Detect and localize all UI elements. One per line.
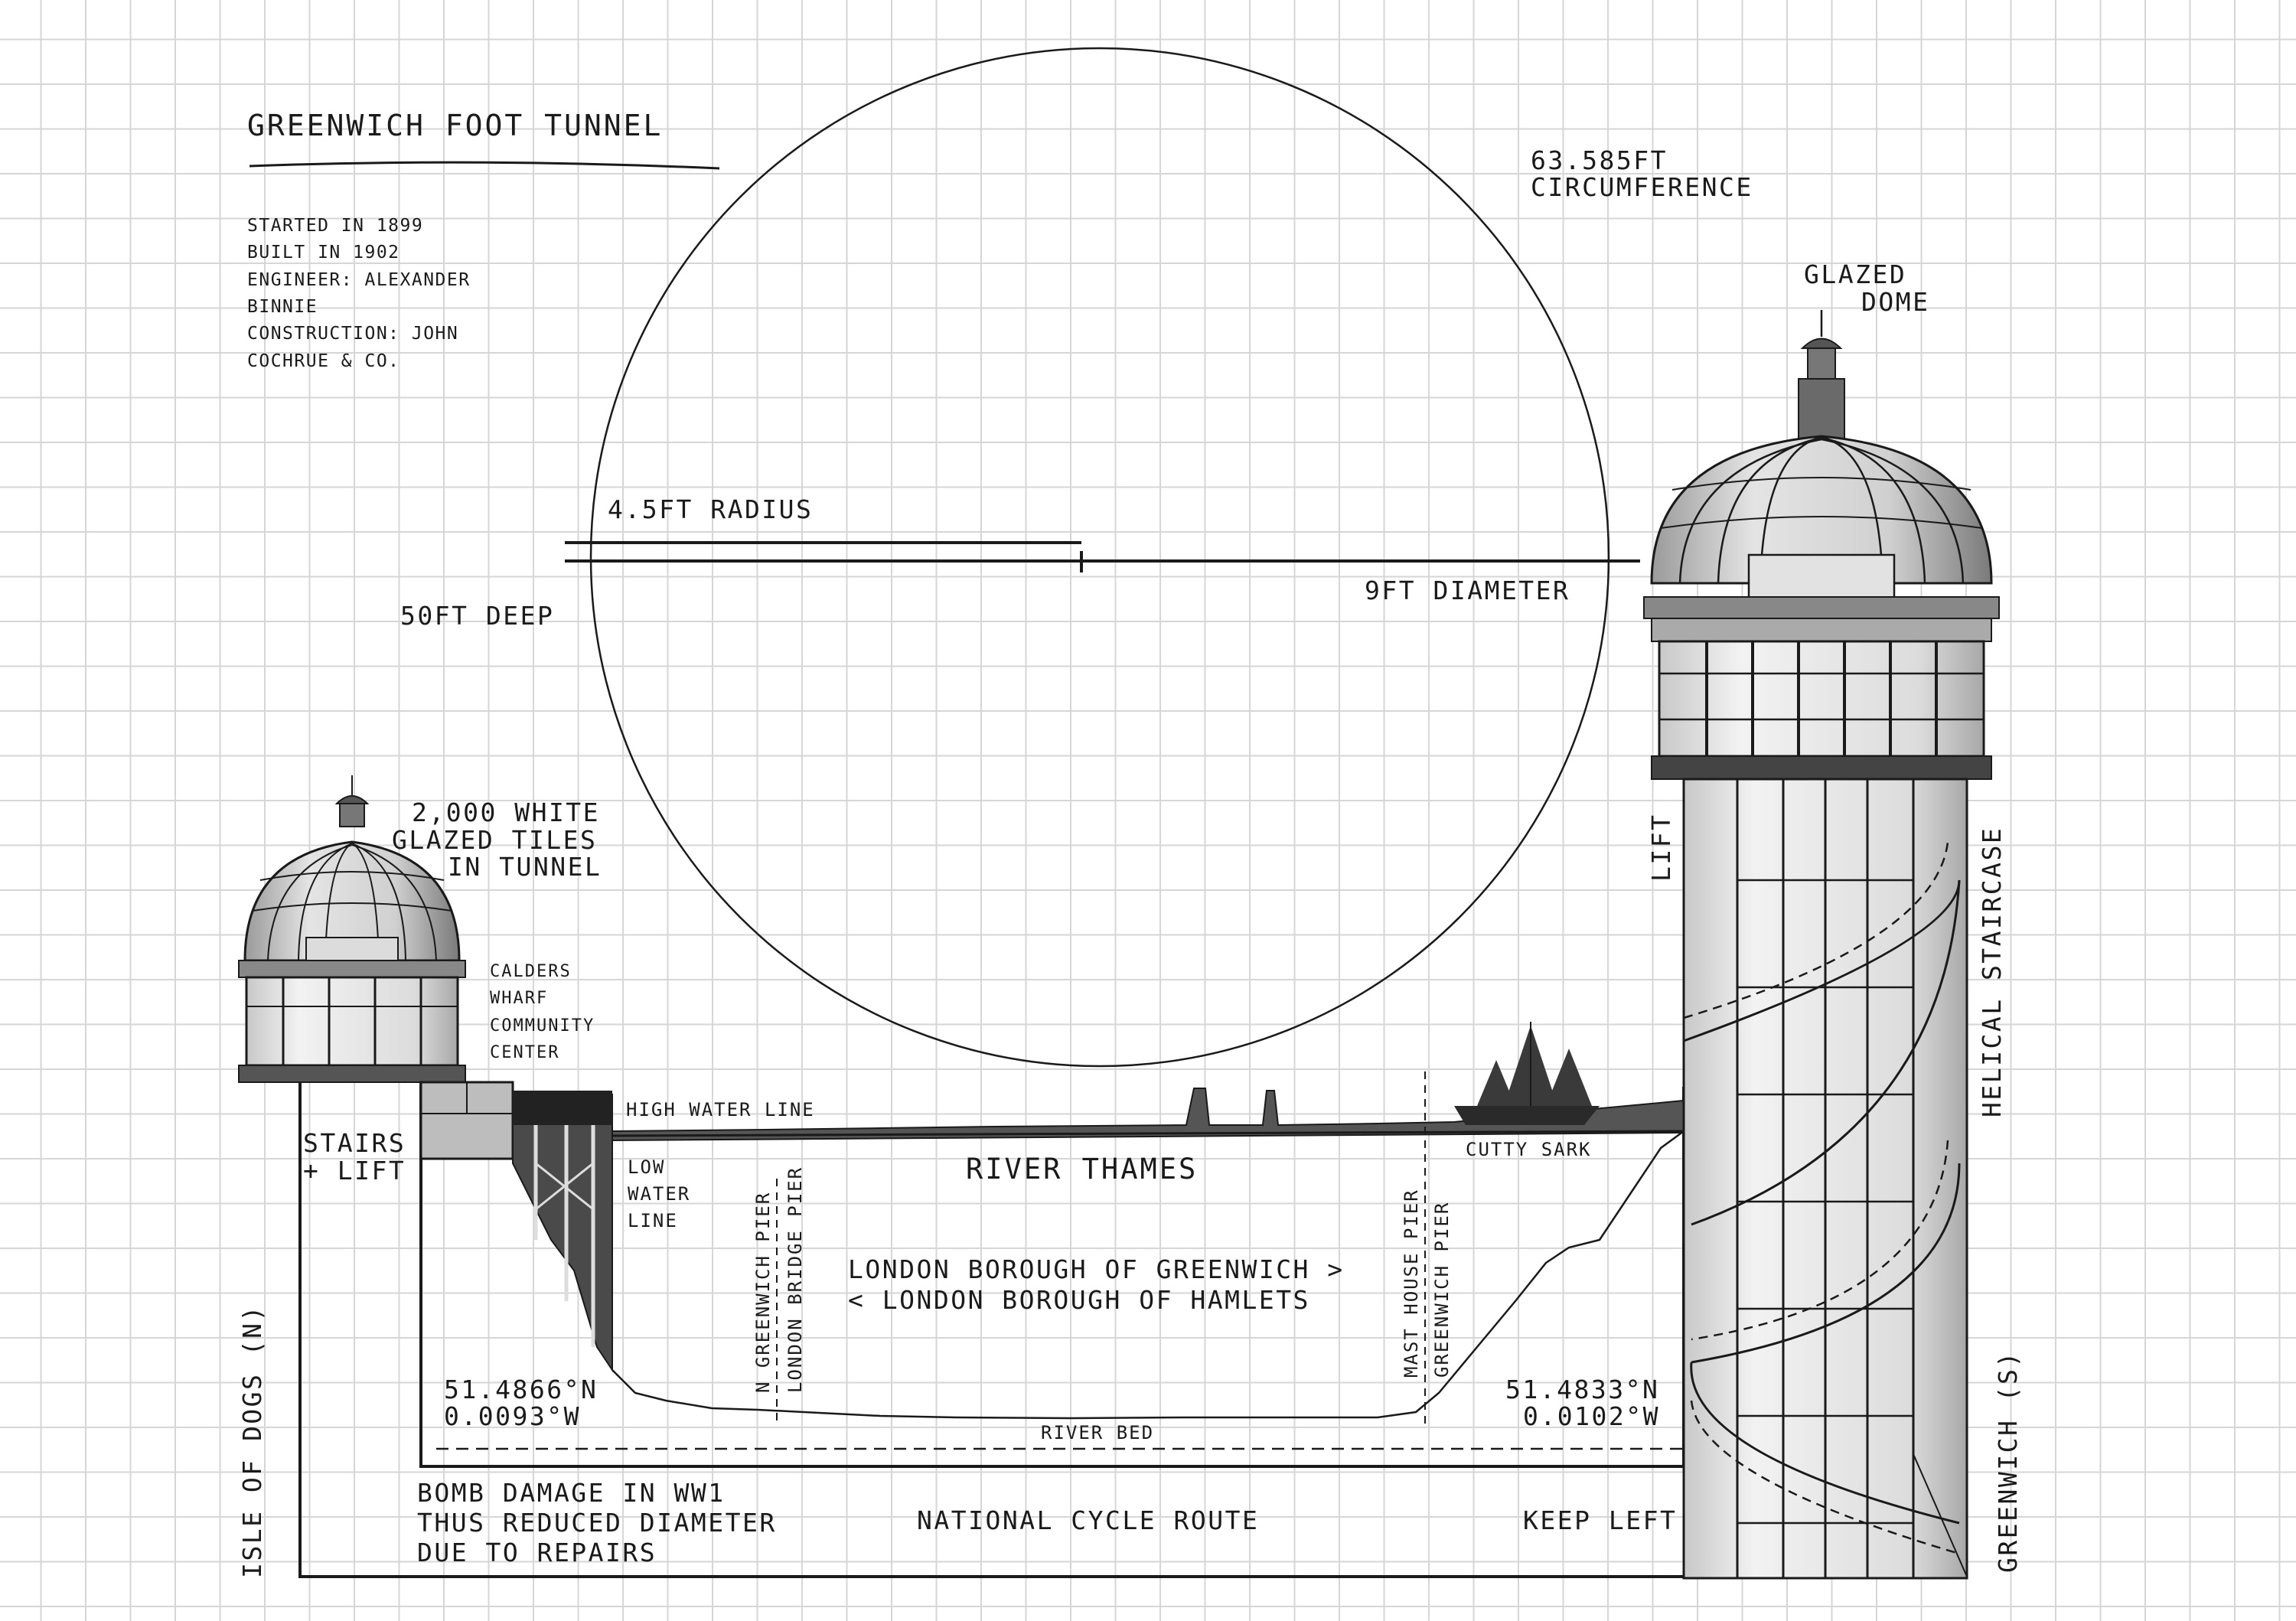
calders-label-2: WHARF <box>490 989 548 1008</box>
calders-label-4: CENTER <box>490 1043 559 1062</box>
stairs-lift-label-1: STAIRS <box>303 1128 406 1158</box>
north-bank-structure <box>419 1081 613 1373</box>
greenwich-pier-label: GREENWICH PIER <box>1431 1202 1453 1378</box>
page-title: GREENWICH FOOT TUNNEL <box>247 109 663 142</box>
high-water-label: HIGH WATER LINE <box>626 1099 815 1120</box>
helical-staircase-label: HELICAL STAIRCASE <box>1977 827 2007 1117</box>
south-longitude: 0.0102°W <box>1523 1401 1660 1431</box>
bomb-damage-label-2: THUS REDUCED DIAMETER <box>417 1508 777 1538</box>
glazed-dome-label-1: GLAZED <box>1804 259 1906 289</box>
depth-label: 50FT DEEP <box>400 601 554 631</box>
low-water-label-1: LOW <box>628 1156 665 1178</box>
keep-left-label: KEEP LEFT <box>1523 1505 1677 1535</box>
low-water-label-2: WATER <box>628 1183 690 1205</box>
tiles-label-1: 2,000 WHITE <box>412 797 600 827</box>
title-underline <box>249 161 720 170</box>
low-water-label-3: LINE <box>628 1210 678 1231</box>
calders-label-1: CALDERS <box>490 962 572 981</box>
diameter-label: 9FT DIAMETER <box>1365 576 1570 605</box>
cutty-sark-label: CUTTY SARK <box>1466 1139 1592 1160</box>
tiles-label-3: IN TUNNEL <box>448 852 602 882</box>
river-bed-label: RIVER BED <box>1041 1422 1154 1443</box>
river-name: RIVER THAMES <box>966 1153 1198 1186</box>
cycle-route-label: NATIONAL CYCLE ROUTE <box>917 1505 1259 1535</box>
tunnel-cross-section-circle <box>589 47 1610 1068</box>
borough-hamlets-label: < LONDON BOROUGH OF HAMLETS <box>848 1285 1310 1315</box>
circumference-label: CIRCUMFERENCE <box>1531 172 1753 202</box>
calders-label-3: COMMUNITY <box>490 1016 595 1036</box>
bomb-damage-label-3: DUE TO REPAIRS <box>417 1538 657 1567</box>
n-greenwich-pier-label: N GREENWICH PIER <box>752 1192 774 1393</box>
north-latitude: 51.4866°N <box>444 1375 598 1404</box>
bomb-damage-label-1: BOMB DAMAGE IN WW1 <box>417 1478 726 1508</box>
high-water-line <box>612 1130 1684 1137</box>
isle-of-dogs-label: ISLE OF DOGS (N) <box>237 1304 267 1578</box>
north-longitude: 0.0093°W <box>444 1401 581 1431</box>
info-started: STARTED IN 1899 <box>247 216 423 236</box>
lift-label: LIFT <box>1646 814 1676 882</box>
radius-label: 4.5FT RADIUS <box>608 494 813 524</box>
london-bridge-pier-label: LONDON BRIDGE PIER <box>784 1166 806 1393</box>
info-engineer-name: BINNIE <box>247 297 318 317</box>
mast-house-pier-label: MAST HOUSE PIER <box>1401 1189 1422 1378</box>
cutty-sark-ship <box>1454 1022 1600 1125</box>
greenwich-label: GREENWICH (S) <box>1993 1350 2023 1573</box>
info-construction: CONSTRUCTION: JOHN <box>247 324 458 344</box>
north-dome-building <box>238 775 466 1083</box>
glazed-dome-label-2: DOME <box>1861 287 1929 317</box>
info-built: BUILT IN 1902 <box>247 243 400 263</box>
river-bed-profile <box>612 1130 1684 1420</box>
info-construction-name: COCHRUE & CO. <box>247 351 400 371</box>
tiles-label-2: GLAZED TILES <box>392 825 597 855</box>
south-dome-building <box>1643 310 2000 1580</box>
stairs-lift-label-2: + LIFT <box>303 1156 406 1186</box>
south-latitude: 51.4833°N <box>1505 1375 1659 1404</box>
info-engineer: ENGINEER: ALEXANDER <box>247 270 471 290</box>
circumference-value: 63.585FT <box>1531 145 1668 175</box>
borough-greenwich-label: LONDON BOROUGH OF GREENWICH > <box>848 1254 1345 1284</box>
